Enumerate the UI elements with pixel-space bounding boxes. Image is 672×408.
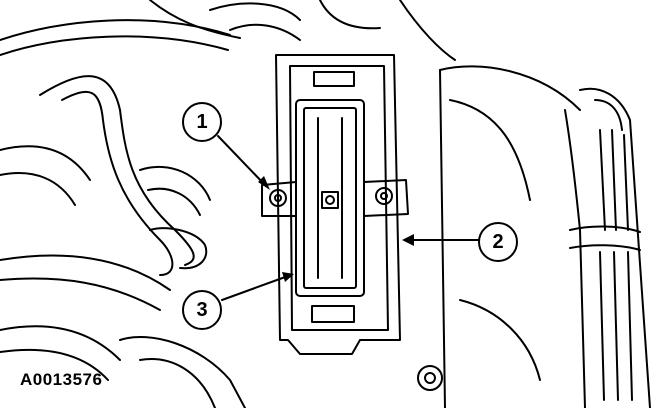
callout-1-number: 1: [196, 110, 208, 133]
leader-lines: [217, 135, 479, 301]
callout-2-number: 2: [492, 230, 504, 253]
figure-id: A0013576: [20, 370, 103, 389]
upper-folds: [209, 0, 581, 111]
wiring-harness-left: [0, 0, 246, 408]
callout-1: 1: [182, 102, 222, 142]
wiring-harness-right: [417, 69, 651, 408]
callout-3: 3: [182, 290, 222, 330]
mounting-nuts: [261, 179, 409, 217]
mounting-panel: [275, 54, 401, 355]
module-body: [295, 99, 365, 297]
callout-2: 2: [478, 222, 518, 262]
callout-3-number: 3: [196, 298, 208, 321]
arrowheads: [258, 176, 414, 282]
